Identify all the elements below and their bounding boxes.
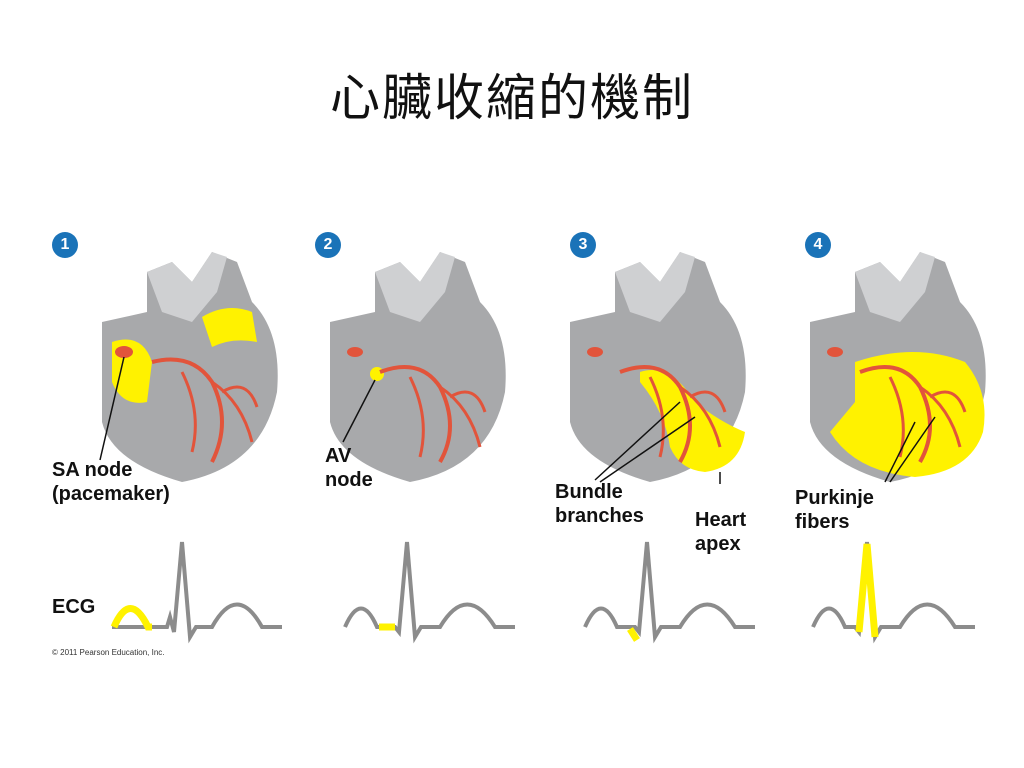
- panel-4-purkinje-fibers: 4 Purkinje fibers: [795, 232, 1024, 652]
- av-node-label: AV node: [325, 445, 373, 491]
- step-badge-1: 1: [52, 232, 78, 258]
- ecg-trace-2: [343, 541, 515, 644]
- purkinje-fibers-label: Purkinje fibers: [795, 487, 874, 533]
- step-badge-2: 2: [315, 232, 341, 258]
- sa-node-label: SA node (pacemaker): [52, 459, 170, 505]
- heart-diagram-3: [570, 252, 746, 484]
- heart-apex-label: Heart apex: [695, 509, 747, 555]
- heart-diagram-2: [330, 252, 506, 482]
- ecg-trace-1: [110, 541, 282, 644]
- step-badge-4: 4: [805, 232, 831, 258]
- heart-diagram-1: [99, 252, 278, 482]
- copyright-notice: © 2011 Pearson Education, Inc.: [52, 648, 165, 657]
- ecg-label: ECG: [52, 596, 96, 618]
- step-badge-3: 3: [570, 232, 596, 258]
- panel-3-bundle-branches: 3 Bundle branches Heart apex: [555, 232, 795, 652]
- ecg-trace-4: [811, 541, 975, 644]
- panel-2-av-node: 2 AV node: [315, 232, 555, 652]
- slide-title: 心臟收縮的機制: [330, 69, 694, 127]
- heart-diagram-4: [810, 252, 986, 483]
- panel-1-sa-node: 1 SA node (pacemaker): [52, 232, 292, 652]
- ecg-trace-3: [583, 541, 755, 644]
- bundle-branches-label: Bundle branches: [555, 481, 644, 527]
